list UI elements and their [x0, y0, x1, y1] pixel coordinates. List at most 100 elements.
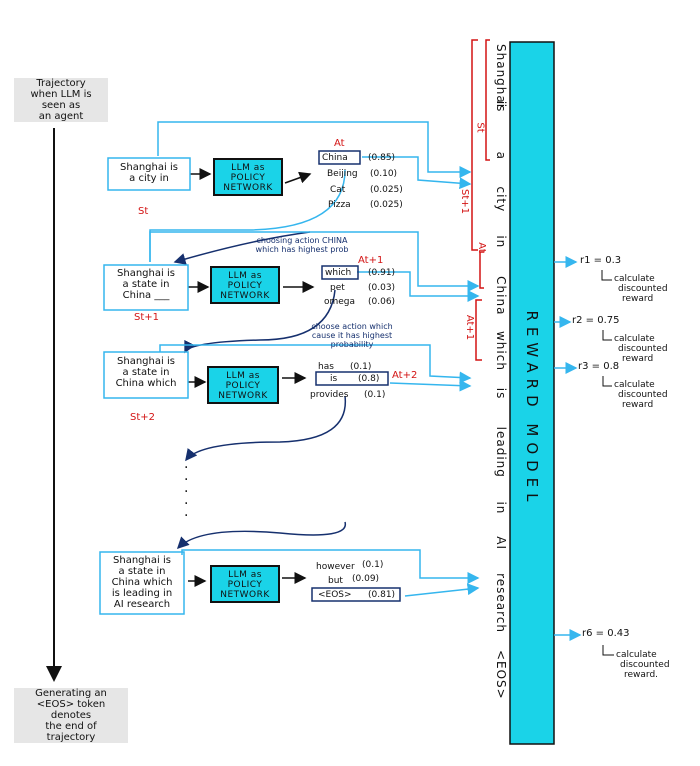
- network-label-line: POLICY: [230, 173, 266, 183]
- reward-note-line: reward: [622, 354, 654, 364]
- network-label-line: LLM as: [228, 570, 262, 580]
- token-prob: (0.03): [368, 283, 396, 293]
- reward-6: r6 = 0.43: [582, 628, 630, 639]
- network-label-line: NETWORK: [223, 183, 273, 193]
- network-label-line: NETWORK: [218, 391, 268, 401]
- reward-note-line: calculate: [614, 334, 655, 344]
- step1-context: Shanghai is a city in: [110, 162, 188, 184]
- context-line: a state in: [122, 367, 170, 378]
- step1-state: St: [138, 206, 149, 217]
- trajectory-label-line: an agent: [38, 111, 84, 122]
- reward-note-line: discounted: [618, 344, 668, 354]
- trajectory-label-line: seen as: [41, 100, 81, 111]
- step2-action-label: At+1: [358, 255, 384, 266]
- red-brackets: [471, 39, 490, 361]
- token-prob: (0.81): [368, 590, 396, 600]
- step3-context: Shanghai is a state in China which: [106, 356, 186, 389]
- sentence-word: research: [494, 573, 508, 634]
- context-line: Shanghai is: [117, 356, 175, 367]
- sentence-word: China: [494, 276, 508, 316]
- context-line: Shanghai is: [117, 268, 175, 279]
- network-label-line: POLICY: [227, 580, 263, 590]
- sentence-word: Shanghai: [494, 44, 508, 109]
- generating-label-line: <EOS> token denotes: [36, 699, 106, 721]
- token-word: Beijing: [327, 169, 358, 179]
- network-label-line: NETWORK: [220, 291, 270, 301]
- reward-note-line: calculate: [614, 380, 655, 390]
- sentence-word: in: [494, 501, 508, 515]
- network-label-line: LLM as: [226, 371, 260, 381]
- reward-model-bar: [509, 41, 555, 745]
- sentence-word: a: [494, 151, 508, 161]
- token-prob: (0.8): [358, 374, 380, 384]
- token-word: <EOS>: [318, 590, 352, 600]
- context-line: Shanghai is: [113, 555, 171, 566]
- bracket-label-at1: At+1: [464, 314, 476, 341]
- step4-context: Shanghai is a state in China which is le…: [102, 555, 182, 610]
- token-prob: (0.025): [370, 200, 403, 210]
- reward-note-line: discounted: [618, 390, 668, 400]
- network-label-line: POLICY: [225, 381, 261, 391]
- token-prob: (0.85): [368, 153, 396, 163]
- reward-3: r3 = 0.8: [578, 361, 620, 372]
- token-prob: (0.025): [370, 185, 403, 195]
- generating-label: Generating an <EOS> token denotes the en…: [14, 688, 128, 743]
- reward-note-line: reward: [622, 294, 654, 304]
- network-label-line: NETWORK: [220, 590, 270, 600]
- token-prob: (0.1): [362, 560, 384, 570]
- reward-note-line: calculate: [614, 274, 655, 284]
- note-line: choose action which: [311, 322, 393, 331]
- bracket-label-at: At: [475, 242, 487, 253]
- reward-note-line: reward.: [624, 670, 659, 680]
- step3-state: St+2: [130, 412, 156, 423]
- token-word: however: [316, 562, 355, 572]
- generating-label-line: trajectory: [46, 732, 96, 743]
- network-label-line: LLM as: [231, 163, 265, 173]
- reward-2-note: calculate discounted reward: [614, 334, 668, 364]
- trajectory-label-line: Trajectory: [36, 78, 86, 89]
- reward-note-line: discounted: [620, 660, 670, 670]
- token-word: provides: [310, 390, 349, 400]
- token-word: but: [328, 576, 343, 586]
- network-label-line: LLM as: [228, 271, 262, 281]
- reward-note-line: discounted: [618, 284, 668, 294]
- token-word: which: [325, 268, 352, 278]
- context-line: is leading in: [111, 588, 173, 599]
- note-line: cause it has highest: [311, 331, 393, 340]
- note-choose-china: choosing action CHINA which has highest …: [222, 236, 382, 254]
- reward-note-line: reward: [622, 400, 654, 410]
- step2-context: Shanghai is a state in China ___: [106, 268, 186, 301]
- token-prob: (0.09): [352, 574, 380, 584]
- policy-network-2: LLM as POLICY NETWORK: [210, 266, 280, 304]
- reward-3-note: calculate discounted reward: [614, 380, 668, 410]
- policy-network-4: LLM as POLICY NETWORK: [210, 565, 280, 603]
- sentence-word: is: [494, 387, 508, 400]
- context-line: a state in: [118, 566, 166, 577]
- token-word: China: [322, 153, 348, 163]
- sentence-word: city: [494, 186, 508, 213]
- sentence-word: AI: [494, 536, 508, 551]
- context-line: China which: [111, 577, 173, 588]
- context-line: a state in: [122, 279, 170, 290]
- context-line: AI research: [113, 599, 171, 610]
- note-choose-which: choose action which cause it has highest…: [282, 322, 422, 349]
- token-word: Pizza: [328, 200, 351, 210]
- step1-action-label: At: [334, 138, 345, 149]
- generating-label-line: Generating an: [35, 688, 107, 699]
- token-prob: (0.06): [368, 297, 396, 307]
- token-word: pet: [330, 283, 345, 293]
- continuation-dots: · · · · ·: [184, 460, 189, 524]
- token-word: is: [330, 374, 338, 384]
- token-word: omega: [324, 297, 356, 307]
- sentence-word: leading: [494, 426, 508, 478]
- policy-network-3: LLM as POLICY NETWORK: [207, 366, 279, 404]
- trajectory-label: Trajectory when LLM is seen as an agent: [14, 78, 108, 122]
- policy-network-1: LLM as POLICY NETWORK: [213, 158, 283, 196]
- context-line: China ___: [122, 290, 170, 301]
- token-prob: (0.91): [368, 268, 396, 278]
- sentence-word: in: [494, 235, 508, 249]
- bracket-label-st1: St+1: [459, 188, 471, 215]
- note-line: choosing action CHINA: [256, 236, 348, 245]
- token-row: China: [322, 153, 348, 163]
